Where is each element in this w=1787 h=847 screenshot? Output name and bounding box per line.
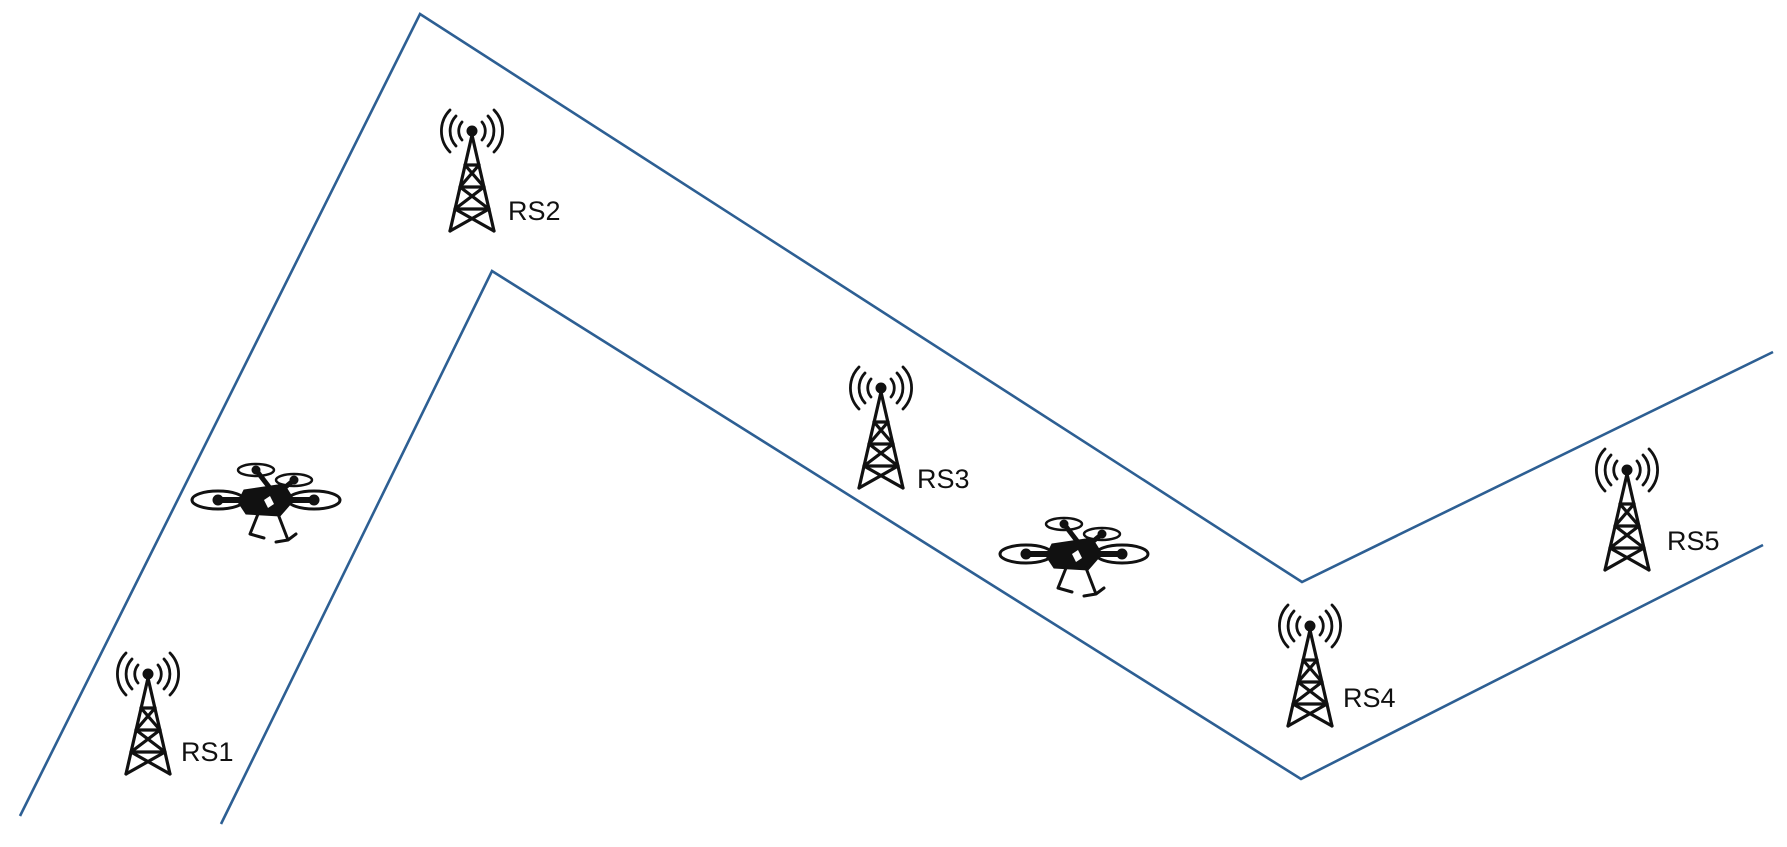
station-label-rs1: RS1 [181, 737, 234, 767]
radio-tower-icon [1277, 603, 1343, 728]
radio-tower-icon [439, 108, 505, 233]
drone-icon [192, 464, 340, 542]
radio-station-rs1: RS1 [115, 651, 234, 776]
corridor-outer-boundary [18, 12, 1774, 817]
radio-station-rs3: RS3 [848, 365, 970, 494]
corridor-inner-boundary [219, 269, 1764, 825]
radio-tower-icon [1594, 447, 1660, 572]
drone-icon [1000, 518, 1148, 596]
radio-station-rs2: RS2 [439, 108, 561, 233]
station-label-rs2: RS2 [508, 196, 561, 226]
station-label-rs5: RS5 [1667, 526, 1720, 556]
station-label-rs4: RS4 [1343, 683, 1396, 713]
radio-station-rs4: RS4 [1277, 603, 1396, 728]
radio-station-rs5: RS5 [1594, 447, 1720, 572]
radio-tower-icon [848, 365, 914, 490]
radio-tower-icon [115, 651, 181, 776]
station-label-rs3: RS3 [917, 464, 970, 494]
